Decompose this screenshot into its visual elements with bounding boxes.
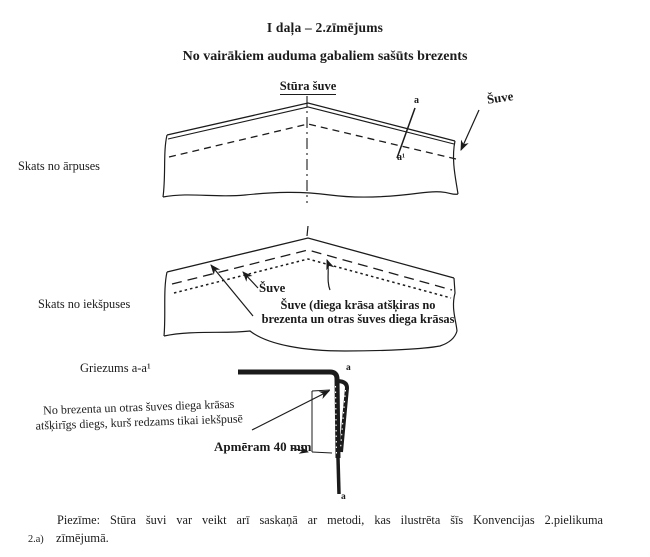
d1-left-edge [162, 134, 168, 198]
corner-seam-label: Stūra šuve [262, 79, 354, 95]
corner-seam-text: Stūra šuve [279, 79, 337, 95]
cross-section-marker-a-bottom: a [341, 492, 346, 502]
footnote-text: Piezīme: Stūra šuvi var veikt arī saskaņ… [57, 513, 603, 527]
d2-center-tick [306, 225, 309, 237]
d1-section-line [396, 107, 416, 159]
cross-section-title: Griezums a-a¹ [80, 361, 151, 375]
d1-seam-arrow [460, 109, 480, 151]
d2-seam-leader [242, 271, 259, 289]
d3-dimension-tick-bottom [311, 451, 333, 454]
cross-section-drawing [238, 369, 350, 495]
outside-view-label: Skats no ārpuses [18, 159, 100, 173]
page-title: I daļa – 2.zīmējums [266, 20, 384, 35]
inside-view-drawing [163, 225, 458, 352]
d3-dimension-tick-top [311, 389, 331, 392]
inside-seam-label: Šuve [259, 281, 286, 295]
inside-view-label: Skats no iekšpuses [38, 297, 131, 311]
footnote-margin-label: 2.a) [28, 534, 44, 545]
d3-thread-arrow [251, 390, 330, 431]
d2-thread-dotted-line [173, 258, 452, 299]
footnote-text-line2: zīmējumā. [56, 531, 109, 545]
d1-seam-dashed-line [168, 123, 457, 160]
page-subtitle: No vairākiem auduma gabaliem sašūts brez… [182, 49, 468, 64]
inside-seam-note: Šuve (diega krāsa atšķiras no brezenta u… [248, 298, 468, 326]
d1-top-edge-inner [167, 106, 455, 145]
d1-bottom-torn-edge [162, 191, 459, 198]
d2-right-edge [452, 277, 458, 332]
d3-seam-fold [336, 379, 350, 453]
d3-stitch-line-left [334, 385, 338, 455]
section-marker-a: a [414, 95, 419, 106]
d2-left-edge [163, 271, 168, 337]
inside-seam-note-line1: Šuve (diega krāsa atšķiras no [280, 298, 436, 312]
dimension-label: Apmēram 40 mm [214, 439, 312, 454]
d1-right-edge [452, 140, 459, 195]
d3-lower-flap [336, 457, 341, 495]
d3-dimension-leader-arrow [290, 446, 309, 454]
outside-view-drawing [162, 96, 480, 203]
d3-tarpaulin-fold [238, 369, 341, 459]
cross-section-marker-a-top: a [346, 363, 351, 373]
section-marker-a1: a¹ [397, 152, 405, 163]
d2-note-curved-arrow [326, 259, 335, 291]
d1-top-edge-outer [166, 102, 456, 142]
d2-hem-dashed-line [171, 249, 453, 291]
inside-seam-note-line2: brezenta un otras šuves diega krāsas [261, 311, 455, 326]
d2-top-edge [166, 237, 455, 279]
d2-bottom-torn-edge [163, 330, 458, 352]
d2-long-arrow [210, 264, 254, 317]
